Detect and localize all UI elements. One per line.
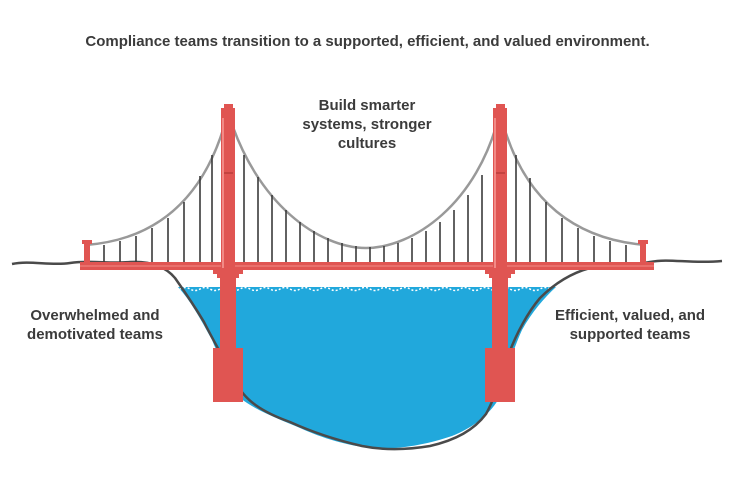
- right-label: Efficient, valued, and supported teams: [540, 306, 720, 344]
- water-surface: [179, 286, 551, 292]
- main-cable: [85, 107, 647, 250]
- right-tower: [485, 104, 515, 402]
- left-tower: [213, 104, 243, 402]
- right-label-line: Efficient, valued, and: [554, 307, 706, 324]
- center-label-line: Build smarter: [318, 97, 416, 114]
- hangers: [103, 155, 627, 262]
- river-water: [178, 287, 556, 449]
- center-label: Build smarter systems, stronger cultures: [267, 96, 467, 153]
- left-label-line: demotivated teams: [27, 326, 163, 343]
- left-label-line: Overwhelmed and: [30, 307, 160, 324]
- center-label-line: systems, stronger: [302, 116, 432, 133]
- bridge-deck: [80, 262, 654, 270]
- diagram-title: Compliance teams transition to a support…: [85, 33, 650, 50]
- left-label: Overwhelmed and demotivated teams: [10, 306, 180, 344]
- right-label-line: supported teams: [569, 326, 691, 343]
- center-label-line: cultures: [337, 135, 397, 152]
- left-anchor: [82, 240, 92, 262]
- right-anchor: [638, 240, 648, 262]
